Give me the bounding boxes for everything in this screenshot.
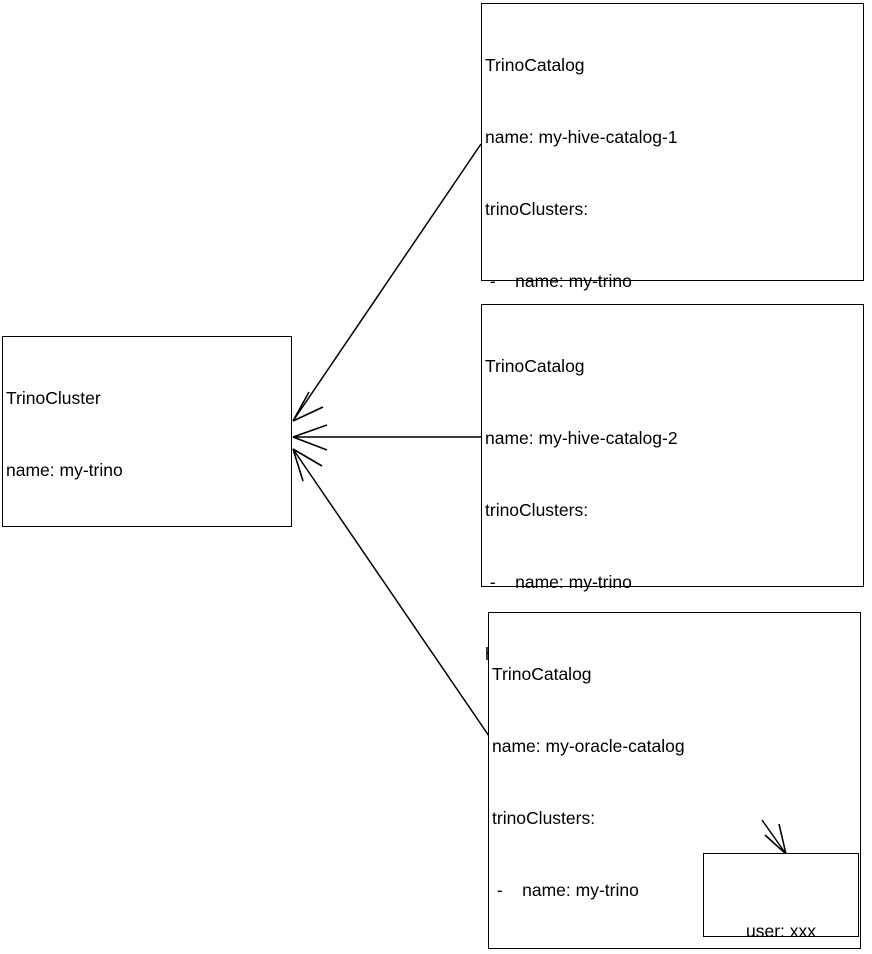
node-trino-cluster[interactable]: TrinoCluster name: my-trino (2, 336, 292, 527)
node-line: trinoClusters: (485, 500, 589, 520)
node-line: user: xxx (745, 921, 817, 941)
node-line: name: my-trino (6, 460, 123, 480)
node-credentials-secret-text: user: xxx password: xxx (704, 866, 858, 954)
edge-oracle-to-cluster (292, 448, 490, 737)
node-line: TrinoCatalog (492, 664, 592, 684)
node-line: - name: my-trino (485, 271, 632, 291)
node-line: name: my-hive-catalog-1 (485, 127, 678, 147)
node-catalog-oracle[interactable]: TrinoCatalog name: my-oracle-catalog tri… (488, 612, 861, 954)
node-line: oracle: (492, 950, 793, 954)
node-trino-cluster-text: TrinoCluster name: my-trino (6, 338, 123, 530)
node-line: TrinoCatalog (485, 356, 585, 376)
edge-hive-1-to-cluster (292, 143, 482, 422)
node-credentials-secret[interactable]: user: xxx password: xxx (703, 853, 859, 941)
node-line: trinoClusters: (485, 199, 589, 219)
node-catalog-hive-1[interactable]: TrinoCatalog name: my-hive-catalog-1 tri… (481, 3, 864, 651)
node-line: - name: my-trino (492, 880, 639, 900)
node-line: TrinoCatalog (485, 55, 585, 75)
node-catalog-hive-2[interactable]: TrinoCatalog name: my-hive-catalog-2 tri… (481, 304, 864, 880)
edge-hive-2-to-cluster (292, 424, 481, 451)
node-line: name: my-oracle-catalog (492, 736, 685, 756)
node-line: TrinoCluster (6, 388, 101, 408)
node-line: name: my-hive-catalog-2 (485, 428, 678, 448)
node-catalog-oracle-text: TrinoCatalog name: my-oracle-catalog tri… (492, 614, 793, 954)
node-line: trinoClusters: (492, 808, 596, 828)
node-line: - name: my-trino (485, 572, 632, 592)
